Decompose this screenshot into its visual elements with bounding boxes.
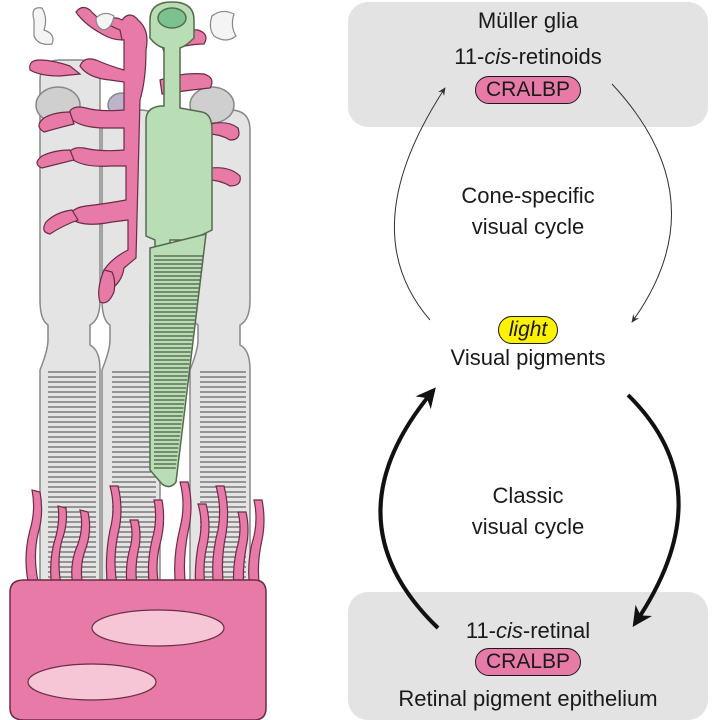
muller-right-3 bbox=[207, 122, 240, 141]
villus-9 bbox=[212, 485, 229, 591]
rpe-nucleus-left bbox=[27, 663, 157, 701]
cone-cycle-line1: Cone-specific bbox=[461, 183, 595, 208]
retinoids-prefix: 11- bbox=[454, 44, 485, 69]
muller-glia-title: Müller glia bbox=[477, 8, 579, 33]
cone-cycle-line2: visual cycle bbox=[471, 214, 585, 239]
villus-11 bbox=[248, 499, 265, 591]
retinal-label: 11-cis-retinal bbox=[348, 618, 708, 644]
cone-discs bbox=[154, 255, 203, 469]
villus-7 bbox=[174, 481, 192, 591]
cone-photoreceptor bbox=[145, 1, 213, 488]
light-badge: light bbox=[497, 316, 559, 344]
villus-2 bbox=[50, 505, 68, 591]
cone-nucleus bbox=[157, 7, 187, 29]
villus-4 bbox=[105, 485, 122, 591]
rpe-microvilli bbox=[25, 481, 265, 591]
tip-mid bbox=[95, 12, 115, 31]
bottom-cralbp-badge: CRALBP bbox=[474, 648, 582, 676]
rpe-title: Retinal pigment epithelium bbox=[398, 686, 658, 711]
photoreceptor-columns bbox=[39, 59, 251, 591]
muller-branch-3 bbox=[36, 149, 75, 169]
retinal-cis: cis bbox=[496, 618, 523, 643]
cone-cycle-label: Cone-specific visual cycle bbox=[408, 180, 648, 242]
retinoids-suffix: -retinoids bbox=[511, 44, 602, 69]
rod-left bbox=[39, 59, 101, 591]
classic-cycle-line2: visual cycle bbox=[471, 514, 585, 539]
bottom-cralbp-wrap: CRALBP bbox=[348, 648, 708, 676]
cone-body bbox=[145, 1, 213, 251]
villus-1 bbox=[25, 489, 43, 591]
top-cralbp-wrap: CRALBP bbox=[348, 76, 708, 104]
top-cralbp-badge: CRALBP bbox=[474, 76, 582, 104]
retinal-suffix: -retinal bbox=[522, 618, 591, 643]
rpe-body bbox=[9, 579, 267, 720]
rpe-nucleus-right bbox=[91, 609, 225, 647]
retinoids-label: 11-cis-retinoids bbox=[348, 44, 708, 70]
villus-10 bbox=[232, 511, 249, 591]
classic-cycle-line1: Classic bbox=[492, 483, 564, 508]
muller-branch-2 bbox=[38, 111, 75, 133]
muller-branch-5 bbox=[98, 269, 116, 304]
rpe-cell bbox=[9, 579, 267, 720]
retinal-prefix: 11- bbox=[465, 618, 497, 643]
muller-right-4 bbox=[207, 167, 241, 187]
retinoids-cis: cis bbox=[484, 44, 512, 69]
muller-branch-4 bbox=[43, 209, 79, 235]
villus-6 bbox=[147, 499, 165, 591]
classic-cycle-label: Classic visual cycle bbox=[408, 480, 648, 542]
villus-5 bbox=[125, 519, 141, 591]
muller-branch-1 bbox=[29, 59, 82, 77]
villus-3 bbox=[71, 509, 91, 591]
tip-right bbox=[209, 10, 237, 41]
visual-pigments-label: Visual pigments bbox=[450, 345, 606, 370]
light-wrap: light bbox=[408, 316, 648, 344]
tip-left bbox=[32, 7, 54, 45]
inner-cell-tips bbox=[32, 7, 237, 45]
retina-cell-illustration bbox=[9, 1, 267, 720]
villus-8 bbox=[194, 503, 210, 591]
